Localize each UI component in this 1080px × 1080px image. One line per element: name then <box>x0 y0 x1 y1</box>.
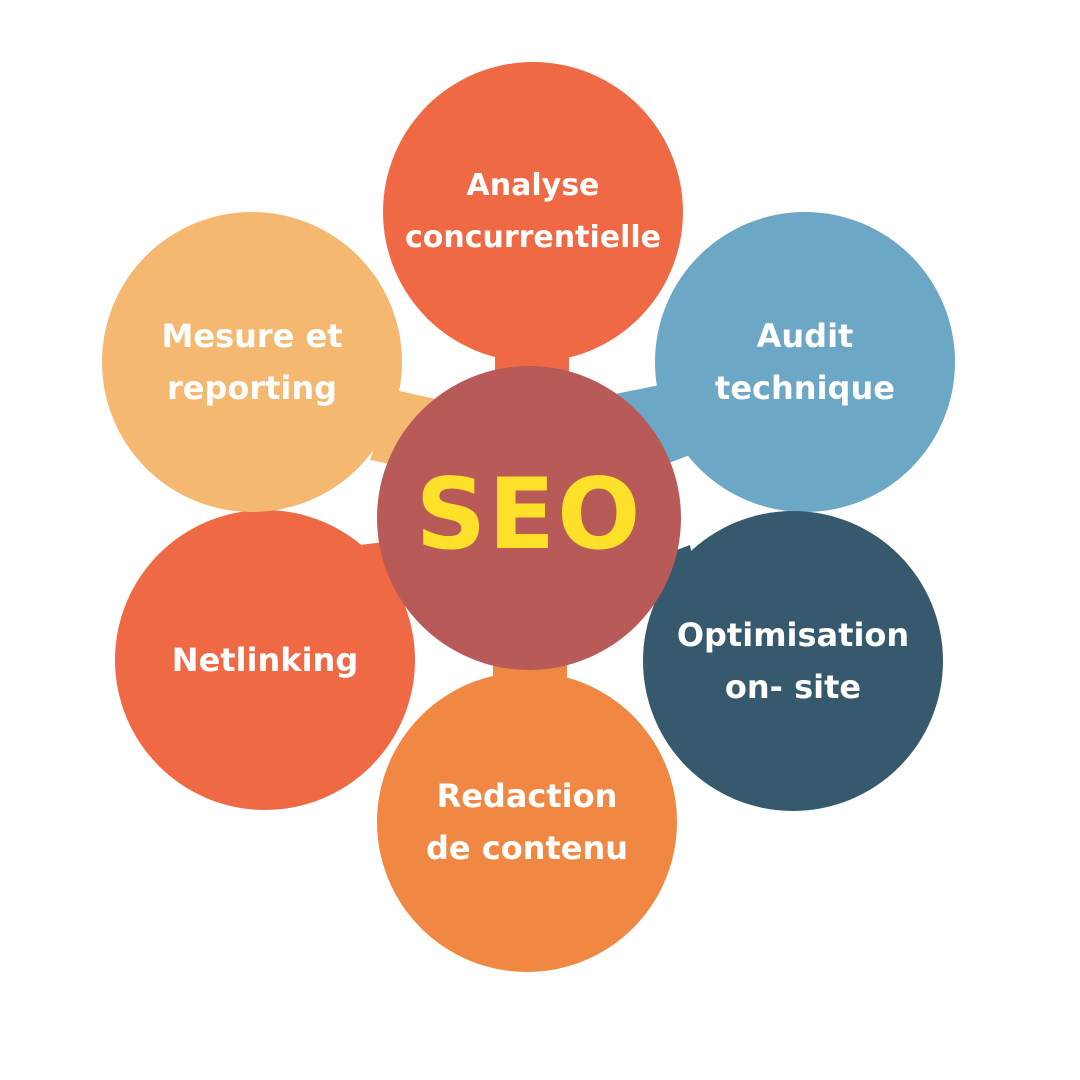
node-netlinking-label: Netlinking <box>171 641 359 679</box>
node-analyse: Analyse concurrentielle <box>383 62 683 362</box>
node-mesure-label: Mesure et reporting <box>161 317 343 407</box>
node-mesure: Mesure et reporting <box>102 212 402 512</box>
node-audit-label: Audit technique <box>715 317 895 407</box>
node-optimisation-label: Optimisation on- site <box>676 616 910 706</box>
node-redaction: Redaction de contenu <box>377 672 677 972</box>
node-netlinking: Netlinking <box>115 510 415 810</box>
node-redaction-label: Redaction de contenu <box>425 777 629 867</box>
center-node-label: SEO <box>415 458 643 572</box>
center-node-seo: SEO <box>377 366 681 670</box>
node-audit: Audit technique <box>655 212 955 512</box>
node-analyse-label: Analyse concurrentielle <box>404 168 662 255</box>
node-optimisation: Optimisation on- site <box>643 511 943 811</box>
